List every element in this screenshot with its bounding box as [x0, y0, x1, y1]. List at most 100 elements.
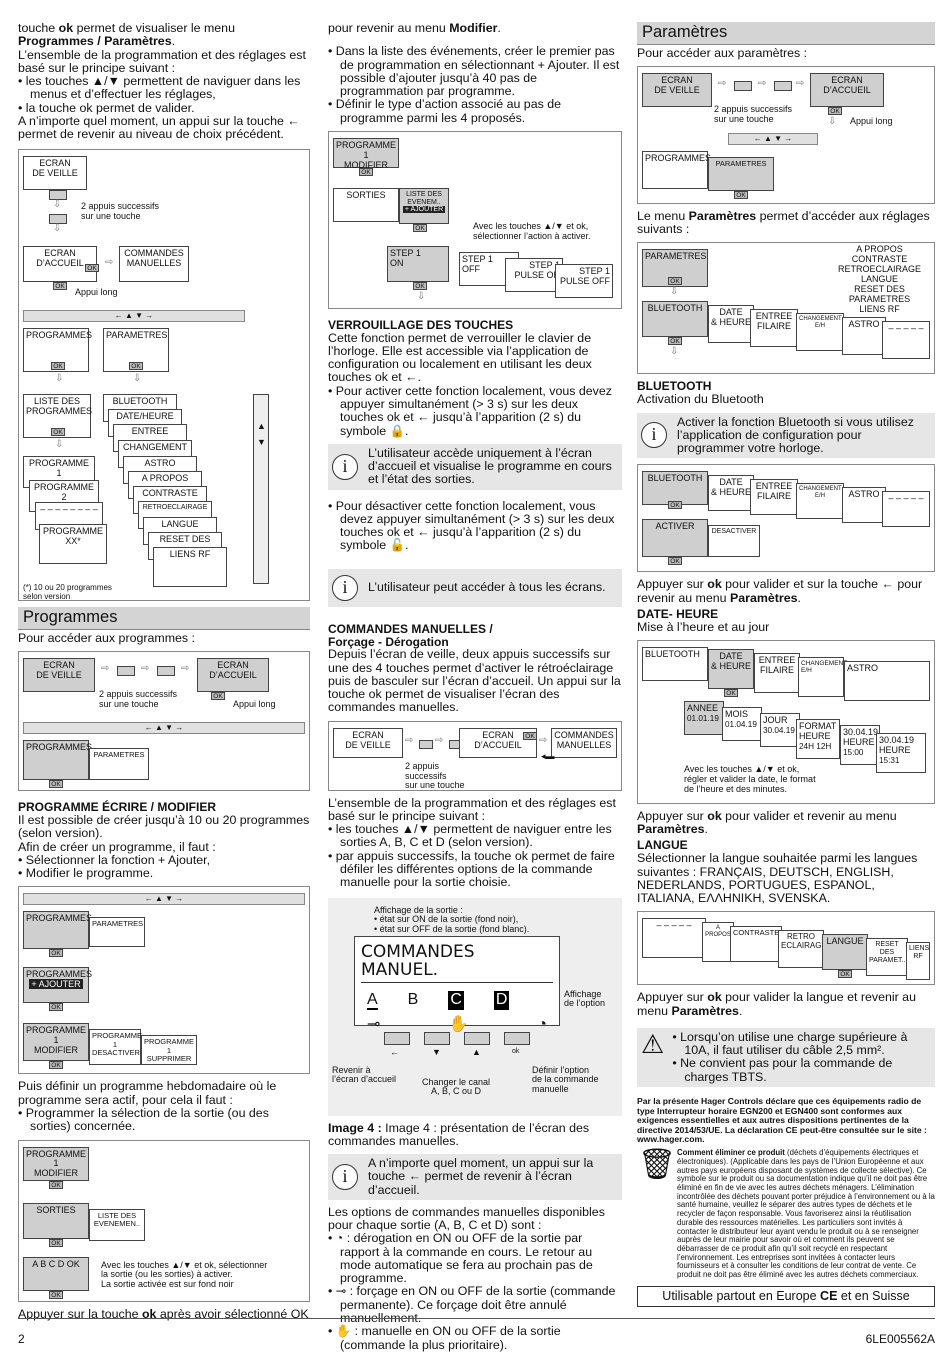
arrow-right-icon: ⇨: [101, 663, 110, 675]
langue-title: LANGUE: [637, 838, 688, 853]
info-text: Activer la fonction Bluetooth si vous ut…: [677, 414, 914, 456]
screen-veille: ECRAN DE VEILLE: [333, 727, 403, 758]
date-heure-sub: Mise à l’heure et au jour: [637, 619, 770, 634]
ok-key-icon: OK: [413, 281, 427, 290]
value: 01.04.19: [725, 719, 757, 729]
key-icon: ⊸: [367, 1016, 381, 1034]
warning-icon: ⚠: [641, 1028, 665, 1059]
key: [117, 666, 135, 677]
footer-rule: [18, 1318, 935, 1319]
lcd-screen: COMMANDES MANUEL. A B C D ⊸ ✋ ◔: [354, 935, 560, 1033]
arrow-down-icon: ⇩: [670, 286, 679, 298]
sorties-figure: PROGRAMME 1 MODIFIER OK SORTIES LISTE DE…: [18, 1139, 310, 1302]
info-icon: i: [332, 574, 358, 601]
screen-prog1-modifier: PROGRAMME 1 MODIFIER: [23, 1146, 89, 1181]
timer-icon: ◔: [537, 1016, 547, 1034]
revenir-text: pour revenir au menu Modifier.: [328, 21, 501, 35]
scroll-up-icon: ▲: [257, 421, 266, 432]
channel-c: C: [448, 990, 464, 1011]
ecrire-modifier-title: PROGRAMME ÉCRIRE / MODIFIER: [18, 800, 217, 815]
ok-key-icon: OK: [668, 557, 682, 566]
appuyer-ok-text: Appuyer sur la touche ok après avoir sél…: [18, 1306, 309, 1321]
parametres-access-figure: ECRAN DE VEILLE ⇨ ⇨ ⇨ ECRAN D’ACCUEIL 2 …: [637, 65, 935, 204]
nav-bar: ← ▲ ▼ →: [23, 310, 245, 323]
ok-key-icon: OK: [51, 428, 65, 437]
screen-contraste: CONTRASTE: [730, 926, 782, 963]
europe-box: Utilisable partout en Europe CE et en Su…: [637, 1285, 935, 1308]
screen-sorties: SORTIES: [23, 1202, 89, 1239]
screen-desactiver: DESACTIVER: [708, 525, 760, 558]
arrow-down-icon: ⇩: [55, 373, 64, 385]
value: 24H 12H: [799, 741, 832, 751]
label: MOIS: [725, 708, 749, 719]
ok-key-icon: OK: [838, 970, 852, 979]
arrow-right-icon: ⇨: [758, 77, 767, 89]
bullet-events: • Dans la liste des événements, créer le…: [328, 44, 620, 99]
bluetooth-figure: BLUETOOTH OK DATE & HEURE ENTREE FILAIRE…: [637, 464, 935, 573]
appuis-label: 2 appuis successifs sur une touche: [405, 760, 465, 791]
ok-key-icon: OK: [49, 780, 63, 789]
ok-key-icon: OK: [359, 167, 373, 176]
screen-commandes: COMMANDES MANUELLES: [551, 727, 617, 758]
section-parametres-title: Paramètres: [637, 22, 935, 45]
screen-changement: CHANGEMENT E/H: [796, 483, 844, 520]
screen-bluetooth: BLUETOOTH: [642, 646, 708, 681]
screen-reset: RESET DES PARAMET..: [866, 938, 908, 977]
screen-liste-events: LISTE DES EVENEMEN..: [89, 1208, 145, 1241]
screen-date: DATE & HEURE: [708, 475, 754, 512]
scroll-down-icon: ▼: [257, 437, 266, 448]
ce-mark: CE: [820, 1288, 838, 1303]
bullet-sortie: • Programmer la sélection de la sortie (…: [18, 1105, 269, 1134]
screen-entree: ENTREE FILAIRE: [750, 479, 798, 516]
info-icon: i: [332, 453, 358, 480]
screen-apropos: A PROPOS: [702, 922, 734, 963]
appuis-label: 2 appuis successifs sur une touche: [81, 201, 160, 222]
screen-changement: CHANGEMENT E/H: [798, 656, 847, 697]
ok-key-icon: OK: [724, 688, 738, 697]
ok-key-icon: OK: [53, 282, 67, 291]
down-arrow-icon: ▼: [432, 1046, 441, 1057]
ok-key-icon: OK: [49, 1290, 63, 1299]
appuis-label: 2 appuis successifs sur une touche: [714, 103, 793, 124]
up-button[interactable]: [464, 1031, 490, 1045]
screen-astro: ASTRO: [842, 317, 886, 356]
menu-parametres-text: Le menu Paramètres permet d’accéder aux …: [637, 208, 930, 237]
info-icon: i: [641, 422, 667, 449]
timer-icon: ◔: [335, 1231, 344, 1246]
down-button[interactable]: [424, 1031, 450, 1045]
screen-entree: ENTREE FILAIRE: [750, 309, 798, 348]
weee-text: Comment éliminer ce produit (déchets d’é…: [677, 1148, 935, 1280]
label: 30.04.19 HEURE: [879, 734, 915, 755]
info-text: L’utilisateur accède uniquement à l’écra…: [368, 445, 612, 487]
screen-programme-xx: PROGRAMME XX*: [39, 524, 107, 565]
label: 30.04.19 HEURE: [843, 726, 879, 747]
screen-programmes: PROGRAMMES: [642, 150, 711, 189]
bluetooth-title: BLUETOOTH: [637, 379, 712, 394]
column-2: pour revenir au menu Modifier. • Dans la…: [328, 21, 622, 1352]
bluetooth-valider-text: Appuyer sur ok pour valider et sur la to…: [637, 577, 923, 605]
screen-veille: ECRAN DE VEILLE: [642, 72, 712, 107]
step-on: STEP 1 ON: [387, 245, 449, 282]
warning-1: • Lorsqu’on utilise une charge supérieur…: [672, 1029, 908, 1058]
nav-bar: ← ▲ ▼ →: [23, 722, 305, 735]
weee-block: 🗑 Comment éliminer ce produit (déchets d…: [637, 1148, 935, 1280]
nav-bar: ← ▲ ▼ →: [728, 132, 818, 145]
screen-parametres: PARAMETRES: [708, 156, 774, 191]
date-heure-figure: BLUETOOTH DATE & HEURE OK ENTREE FILAIRE…: [637, 639, 935, 804]
appui-long-label: Appui long: [850, 115, 893, 126]
arrow-right-icon: ⇨: [796, 77, 805, 89]
langue-valider-text: Appuyer sur ok pour valider la langue et…: [637, 990, 916, 1018]
ok-button[interactable]: [504, 1031, 530, 1045]
back-button[interactable]: [384, 1031, 410, 1045]
arrow-down-icon: ⇩: [55, 439, 64, 451]
screen-changement: CHANGEMENT E/H: [796, 313, 844, 352]
ok-key-icon: OK: [49, 949, 63, 958]
bullet-ajouter: • Sélectionner la fonction + Ajouter,: [18, 852, 211, 867]
revenir-label: Revenir à l’écran d’accueil: [332, 1064, 397, 1085]
acces-programmes-text: Pour accéder aux programmes :: [18, 631, 195, 646]
label: ANNEE: [687, 702, 719, 713]
bullet-manuelle: • ✋ : manuelle en ON ou OFF de la sortie…: [328, 1324, 561, 1352]
